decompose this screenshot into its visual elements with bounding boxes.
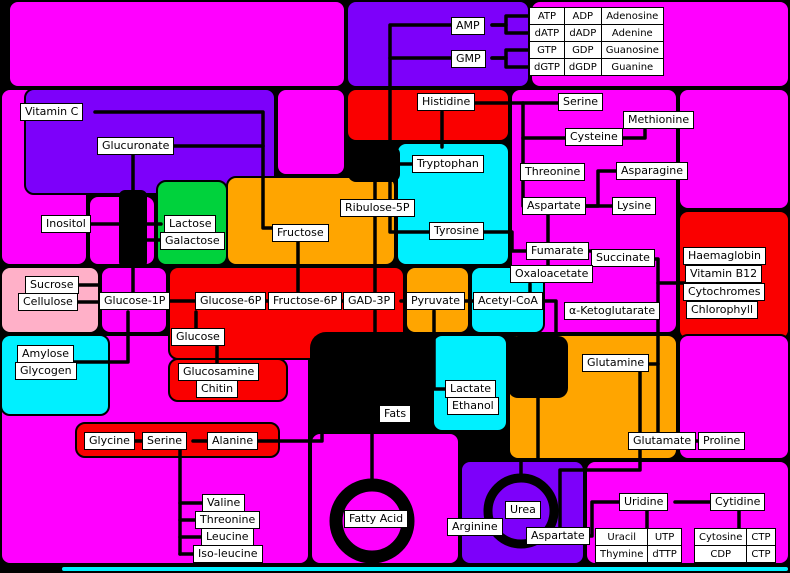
node-ethanol: Ethanol [447,397,499,415]
region-histidine-red [346,88,510,142]
nucleotide-cell: dATP [529,24,565,42]
node-fatty-acid: Fatty Acid [344,510,409,528]
region-top-left [8,0,346,88]
node-glutamate: Glutamate [628,432,697,450]
node-ribulose-5p: Ribulose-5P [340,199,415,217]
node-serine-bottom: Serine [142,432,188,450]
nucleotide-cell: dADP [563,24,602,42]
node-histidine: Histidine [417,93,476,111]
cytidine-cell: Cytosine [693,528,748,546]
urea-cycle-ring [483,473,559,549]
node-gad-3p: GAD-3P [343,292,396,310]
nucleotide-table: ATP ADP Adenosine dATP dADP Adenine GTP … [529,7,664,76]
node-tryptophan: Tryptophan [412,155,484,173]
node-pyruvate: Pyruvate [406,292,465,310]
node-fructose: Fructose [272,224,329,242]
node-gmp: GMP [451,50,486,68]
cytidine-cell: CTP [746,545,776,563]
node-uridine: Uridine [619,493,669,511]
node-fumarate: Fumarate [526,242,589,260]
node-alanine: Alanine [207,432,259,450]
uridine-cell: UTP [647,528,682,546]
nucleotide-cell: Guanosine [600,41,664,59]
node-glucosamine: Glucosamine [178,363,260,381]
node-leucine: Leucine [201,528,254,546]
nucleotide-cell: Adenosine [600,7,664,25]
node-chitin: Chitin [196,380,239,398]
uridine-table: Uracil UTP Thymine dTTP [594,528,682,563]
node-lactose: Lactose [164,215,217,233]
junction-aromatic [348,146,400,182]
node-asparagine: Asparagine [616,162,689,180]
uridine-cell: dTTP [647,545,682,563]
node-aspartate-top: Aspartate [522,197,586,215]
node-iso-leucine: Iso-leucine [193,545,263,563]
node-amp: AMP [451,17,485,35]
region-mid-magenta-gap [276,88,346,176]
node-cellulose: Cellulose [18,293,78,311]
node-urea: Urea [505,501,541,519]
node-aspartate-bottom: Aspartate [526,527,590,545]
node-haemaglobin: Haemaglobin [683,247,767,265]
node-lactate: Lactate [445,380,497,398]
node-galactose: Galactose [160,232,225,250]
node-glycine: Glycine [84,432,135,450]
node-proline: Proline [698,432,746,450]
node-chlorophyll: Chlorophyll [686,301,759,319]
node-cysteine: Cysteine [565,128,623,146]
node-sucrose: Sucrose [25,276,79,294]
uridine-cell: Uracil [594,528,649,546]
node-glucose-1p: Glucose-1P [99,292,171,310]
cytidine-cell: CDP [693,545,748,563]
cytidine-table: Cytosine CTP CDP CTP [693,528,776,563]
junction-central [310,332,432,432]
node-tyrosine: Tyrosine [429,222,485,240]
node-cytidine: Cytidine [710,493,766,511]
node-glutamine: Glutamine [582,354,650,372]
node-glucose-6p: Glucose-6P [195,292,267,310]
region-right-edge-top [678,88,790,210]
node-acetyl-coa: Acetyl-CoA [473,292,543,310]
nucleotide-cell: ATP [529,7,565,25]
node-vitamin-c: Vitamin C [20,103,84,121]
node-fats: Fats [379,405,412,423]
node-alpha-ketoglutarate: α-Ketoglutarate [564,302,661,320]
nucleotide-cell: dGDP [563,58,602,76]
node-threonine-top: Threonine [520,163,586,181]
nucleotide-cell: dGTP [529,58,565,76]
node-succinate: Succinate [591,249,655,267]
region-fattyacid-magenta [310,432,460,565]
region-bottom-cyan-strip [60,565,790,573]
node-lysine: Lysine [612,197,657,215]
node-valine: Valine [202,494,246,512]
junction-bar [119,190,147,268]
nucleotide-cell: GDP [563,41,602,59]
node-arginine: Arginine [447,518,503,536]
node-cytochromes: Cytochromes [683,283,766,301]
node-inositol: Inositol [41,215,91,233]
node-glycogen: Glycogen [15,362,77,380]
region-fructose-orange [226,176,396,266]
node-glucose: Glucose [171,328,225,346]
junction-citrate [508,336,568,398]
region-nucleotide-purple [346,0,530,88]
nucleotide-cell: Adenine [600,24,664,42]
nucleotide-cell: ADP [563,7,602,25]
cytidine-cell: CTP [746,528,776,546]
nucleotide-cell: GTP [529,41,565,59]
node-methionine: Methionine [623,111,695,129]
node-amylose: Amylose [17,345,75,363]
node-fructose-6p: Fructose-6P [268,292,343,310]
node-serine-top: Serine [558,93,604,111]
node-oxaloacetate: Oxaloacetate [510,265,594,283]
node-vitamin-b12: Vitamin B12 [685,265,763,283]
uridine-cell: Thymine [594,545,649,563]
nucleotide-cell: Guanine [600,58,664,76]
node-glucuronate: Glucuronate [97,137,175,155]
node-threonine-bottom: Threonine [195,511,261,529]
